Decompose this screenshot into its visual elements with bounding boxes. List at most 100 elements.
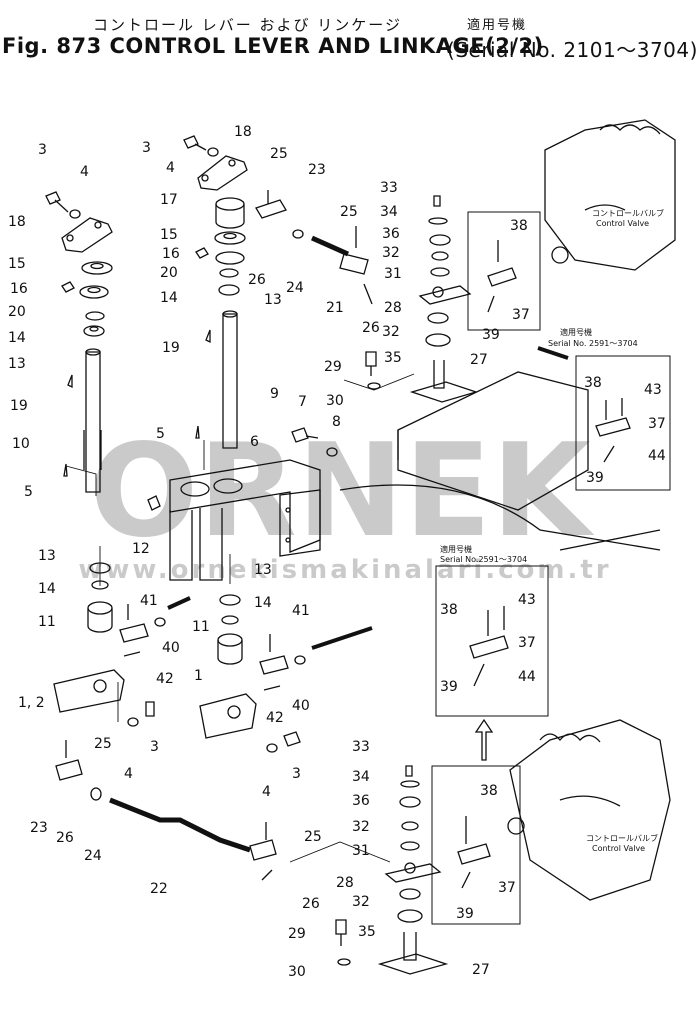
callout-15a: 15 [8, 256, 26, 272]
callout-23b: 23 [30, 820, 48, 836]
rod-21-assembly [255, 190, 373, 305]
upper-control-valve [544, 119, 676, 271]
inset-labels: 適用号機 Serial No. 2591～3704 適用号機 Serial No… [440, 208, 664, 853]
callout-31b: 31 [352, 843, 370, 859]
callout-labels: 3 4 18 15 16 20 14 13 19 10 5 3 4 18 25 … [8, 124, 666, 980]
callout-30b: 30 [288, 964, 306, 980]
callout-14a: 14 [8, 330, 26, 346]
callout-13c: 13 [38, 548, 56, 564]
callout-27a: 27 [470, 352, 488, 368]
leader-lines [65, 373, 415, 863]
callout-32a: 32 [382, 245, 400, 261]
inset-1-applicable: 適用号機 [560, 327, 592, 337]
callout-37d: 37 [498, 880, 516, 896]
lower-rod-22 [55, 740, 277, 881]
callout-24b: 24 [84, 848, 102, 864]
bracket-assembly [147, 459, 321, 581]
callout-30a: 30 [326, 393, 344, 409]
callout-43a: 43 [644, 382, 662, 398]
callout-40a: 40 [162, 640, 180, 656]
callout-38d: 38 [480, 783, 498, 799]
callout-6: 6 [250, 434, 259, 450]
callout-1-2: 1, 2 [18, 695, 45, 711]
callout-18b: 18 [234, 124, 252, 140]
callout-22: 22 [150, 881, 168, 897]
callout-10: 10 [12, 436, 30, 452]
callout-4c: 4 [124, 766, 133, 782]
callout-9: 9 [270, 386, 279, 402]
callout-26d: 26 [302, 896, 320, 912]
callout-5b: 5 [156, 426, 165, 442]
callout-31a: 31 [384, 266, 402, 282]
callout-29a: 29 [324, 359, 342, 375]
callout-25d: 25 [304, 829, 322, 845]
arrow-up [474, 718, 494, 761]
callout-20a: 20 [8, 304, 26, 320]
callout-14c: 14 [38, 581, 56, 597]
callout-42a: 42 [156, 671, 174, 687]
callout-17: 17 [160, 192, 178, 208]
callout-3b: 3 [142, 140, 151, 156]
callout-4a: 4 [80, 164, 89, 180]
callout-37b: 37 [648, 416, 666, 432]
callout-15b: 15 [160, 227, 178, 243]
callout-11a: 11 [38, 614, 56, 630]
valve-2-en: Control Valve [592, 844, 645, 853]
callout-44a: 44 [648, 448, 666, 464]
callout-36b: 36 [352, 793, 370, 809]
callout-40b: 40 [292, 698, 310, 714]
callout-41b: 41 [292, 603, 310, 619]
callout-38b: 38 [584, 375, 602, 391]
callout-11b: 11 [192, 619, 210, 635]
callout-36a: 36 [382, 226, 400, 242]
valve-2-jp: コントロールバルブ [586, 833, 658, 843]
callout-32d: 32 [352, 894, 370, 910]
callout-39a: 39 [482, 327, 500, 343]
lower-center-lever [199, 594, 373, 753]
callout-43b: 43 [518, 592, 536, 608]
callout-29b: 29 [288, 926, 306, 942]
callout-25a: 25 [270, 146, 288, 162]
valve-1-en: Control Valve [596, 219, 649, 228]
callout-8: 8 [332, 414, 341, 430]
callout-14d: 14 [254, 595, 272, 611]
callout-26a: 26 [248, 272, 266, 288]
center-shaft-assembly [183, 135, 248, 449]
left-shaft-assembly [45, 191, 113, 493]
callout-34a: 34 [380, 204, 398, 220]
callout-34b: 34 [352, 769, 370, 785]
callout-26c: 26 [56, 830, 74, 846]
callout-35b: 35 [358, 924, 376, 940]
callout-32c: 32 [352, 819, 370, 835]
callout-25b: 25 [340, 204, 358, 220]
callout-39d: 39 [456, 906, 474, 922]
serial-range-text: Serial No. 2101～3704 [455, 38, 690, 62]
watermark-brand: ORNEK [89, 417, 595, 566]
callout-24a: 24 [286, 280, 304, 296]
valve-1-jp: コントロールバルブ [592, 208, 664, 218]
inset-1-serial: Serial No. 2591～3704 [548, 339, 638, 348]
callout-13a: 13 [8, 356, 26, 372]
callout-23a: 23 [308, 162, 326, 178]
callout-35a: 35 [384, 350, 402, 366]
callout-33b: 33 [352, 739, 370, 755]
callout-19b: 19 [162, 340, 180, 356]
callout-16b: 16 [162, 246, 180, 262]
valve-housing [339, 371, 661, 551]
callout-13d: 13 [254, 562, 272, 578]
callout-28b: 28 [336, 875, 354, 891]
callout-42b: 42 [266, 710, 284, 726]
callout-18a: 18 [8, 214, 26, 230]
inset-2-applicable: 適用号機 [440, 544, 472, 554]
callout-16a: 16 [10, 281, 28, 297]
watermark: ORNEK www.ornekismakinalari.com.tr [78, 417, 611, 585]
inset-box-middle [435, 565, 549, 717]
callout-12: 12 [132, 541, 150, 557]
callout-39b: 39 [586, 470, 604, 486]
callout-26b: 26 [362, 320, 380, 336]
callout-14b: 14 [160, 290, 178, 306]
serial-range: (Serial No. 2101～3704) [447, 38, 698, 62]
callout-28a: 28 [384, 300, 402, 316]
watermark-url: www.ornekismakinalari.com.tr [78, 555, 611, 585]
callout-7: 7 [298, 394, 307, 410]
